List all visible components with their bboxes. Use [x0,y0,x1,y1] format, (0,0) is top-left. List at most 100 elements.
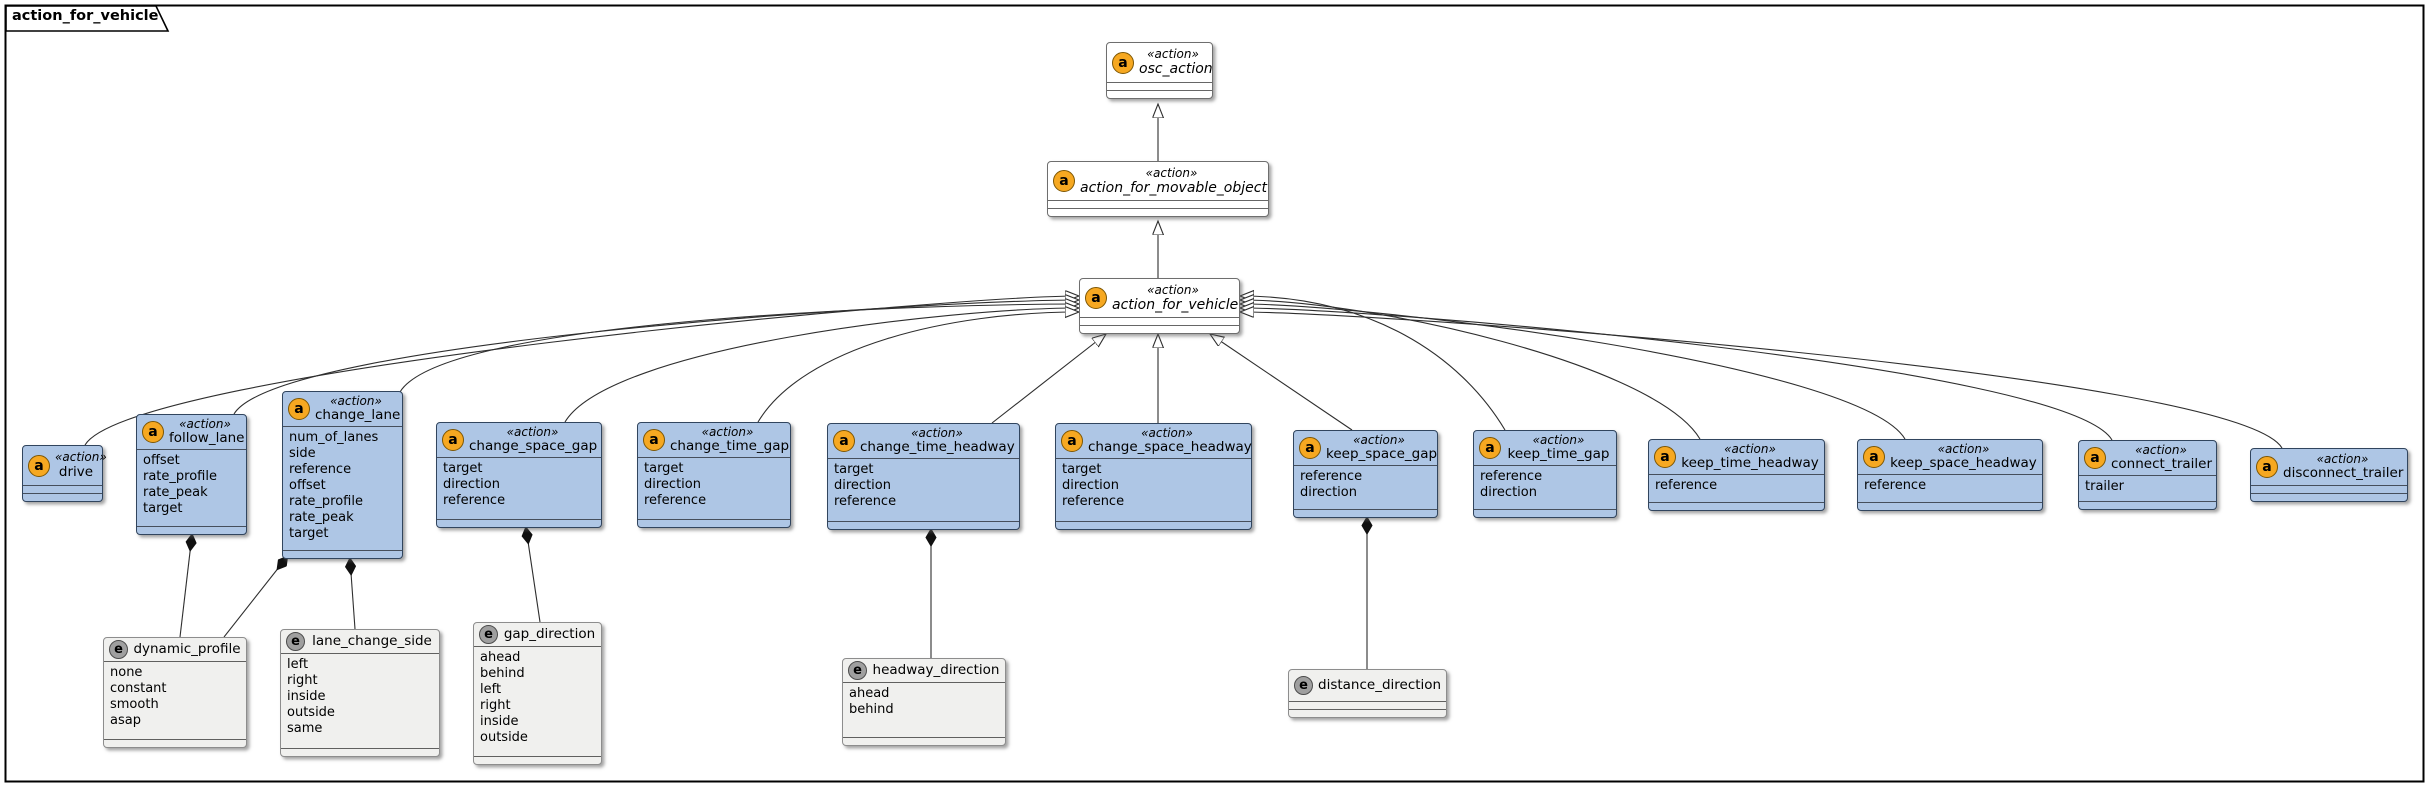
attribute: target [1062,462,1102,478]
attribute: target [834,462,874,478]
enum-value: inside [480,714,519,729]
attribute: direction [644,477,701,493]
stereotype-label: «action» [1147,47,1199,62]
class-title-headway_direction: e headway_direction [843,659,1005,682]
empty-compartment [1107,90,1212,98]
class-name: action_for_movable_object [1080,179,1267,196]
action-letter-icon: a [1061,430,1083,453]
attribute: target [289,526,329,542]
class-name: headway_direction [872,661,1000,678]
enum-value: asap [110,713,141,728]
stereotype-label: «action» [2135,443,2187,457]
edge-generalization-follow_lane--action_for_vehicle [233,300,1079,415]
attribute: reference [1062,494,1125,510]
empty-compartment [1858,502,2042,510]
stereotype-label: «action» [506,425,559,439]
empty-compartment [638,519,790,527]
class-title-disconnect_trailer: a«action»disconnect_trailer [2251,449,2407,485]
empty-compartment [283,550,402,558]
empty-compartment [437,519,601,527]
attribute: direction [1300,485,1357,501]
class-name: change_lane [315,407,401,424]
class-name: action_for_vehicle [1112,296,1239,313]
empty-compartment [1294,509,1437,517]
enum-value: right [287,673,318,688]
attribute: side [289,446,316,462]
stereotype-label: «action» [2316,451,2369,466]
enum-letter-icon: e [479,625,498,644]
action-letter-icon: a [1112,51,1134,74]
class-title-action_for_vehicle: a«action»action_for_vehicle [1080,279,1239,317]
attribute: direction [1062,478,1119,494]
class-box-drive: a«action»drive [22,445,107,502]
edge-composition-change_lane--dynamic_profile [223,557,287,638]
empty-compartment [2079,501,2216,509]
class-box-osc_action: a «action»osc_action [1106,42,1213,99]
empty-compartment [1056,521,1251,529]
action-letter-icon: a [1654,446,1676,469]
frame-tab [5,5,170,32]
attribute: rate_profile [289,494,363,510]
enum-value: constant [110,681,167,696]
action-letter-icon: a [442,429,464,452]
enum-value: left [287,657,309,672]
edge-generalization-keep_time_headway--action_for_vehicle [1240,300,1701,440]
empty-compartment [281,748,439,756]
enum-value: left [480,682,502,697]
empty-compartment [23,485,102,493]
attribute: reference [1864,478,1927,494]
class-name: change_space_gap [469,438,598,455]
attribute: rate_profile [143,469,217,485]
empty-compartment [1107,82,1212,90]
enum-letter-icon: e [1294,676,1313,695]
edge-composition-change_lane--lane_change_side [350,559,355,630]
attribute-list: trailer [2079,475,2216,501]
attribute: direction [1480,485,1537,501]
class-title-connect_trailer: a«action»connect_trailer [2079,441,2216,475]
action-letter-icon: a [643,429,665,452]
action-letter-icon: a [833,430,855,453]
edge-generalization-change_time_headway--action_for_vehicle [991,334,1106,424]
empty-compartment [1080,317,1239,325]
edge-generalization-keep_time_gap--action_for_vehicle [1240,296,1506,431]
empty-compartment [1289,701,1446,709]
edge-generalization-change_time_gap--action_for_vehicle [757,312,1079,423]
action-letter-icon: a [288,398,310,421]
class-name: keep_space_headway [1890,455,2037,472]
class-title-keep_time_gap: a«action»keep_time_gap [1474,431,1616,465]
empty-compartment [2251,485,2407,493]
edge-composition-follow_lane--dynamic_profile [179,535,192,638]
class-name: keep_space_gap [1326,446,1438,463]
empty-compartment [828,521,1019,529]
class-name: change_space_headway [1088,439,1252,456]
enum-letter-icon: e [286,632,305,651]
empty-compartment [474,756,601,764]
edge-generalization-keep_space_gap--action_for_vehicle [1210,334,1353,431]
action-letter-icon: a [1479,437,1501,460]
enum-letter-icon: e [848,661,867,680]
class-title-drive: a«action»drive [23,446,107,485]
empty-compartment [1048,200,1268,208]
class-name: osc_action [1139,61,1213,78]
class-name: disconnect_trailer [2283,465,2404,482]
attribute: reference [834,494,897,510]
